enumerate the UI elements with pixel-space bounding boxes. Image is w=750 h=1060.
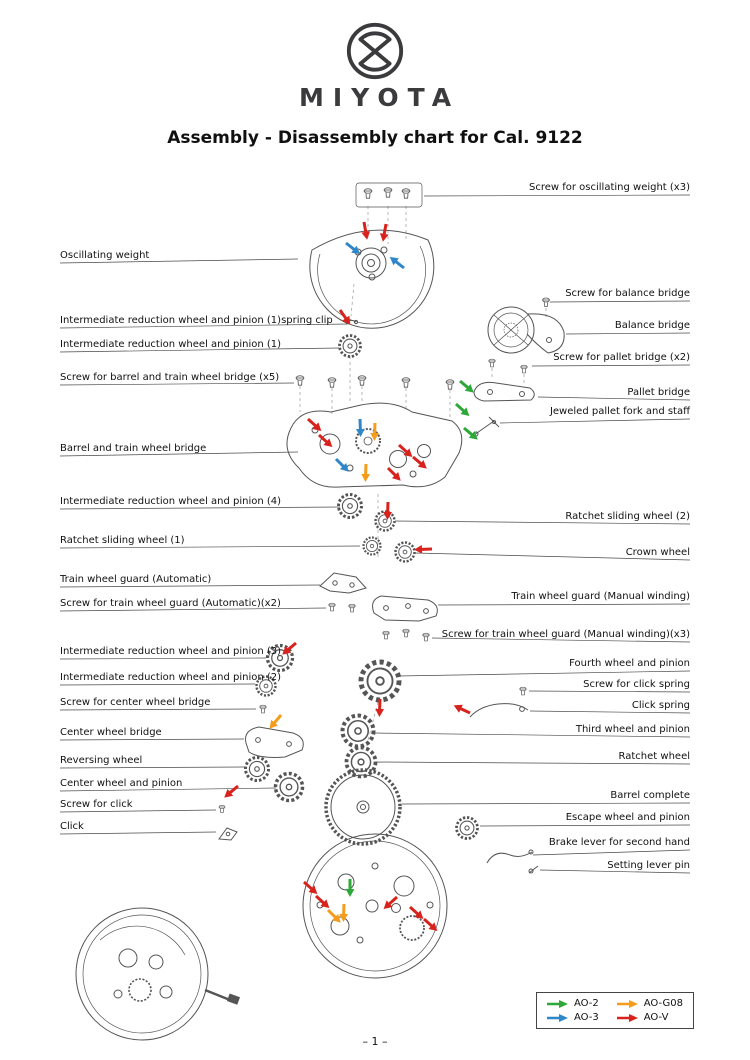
disassembly-arrows [221, 221, 481, 935]
label-screw-center-bridge: Screw for center wheel bridge [60, 697, 211, 708]
miyota-logo-icon [346, 22, 404, 80]
ao3-arrow-icon [546, 1013, 568, 1022]
label-reversing-wheel: Reversing wheel [60, 755, 143, 766]
label-screw-click-spring: Screw for click spring [583, 679, 690, 690]
legend: AO-2 AO-G08 AO-3 AO-V [535, 992, 694, 1029]
page-title: Assembly - Disassembly chart for Cal. 91… [167, 128, 583, 148]
label-click-spring: Click spring [631, 700, 690, 711]
oscillating-weight-drawing [309, 229, 435, 329]
label-screw-pallet-bridge: Screw for pallet bridge (x2) [553, 352, 690, 363]
leader-lines [59, 194, 691, 874]
main-plate-drawing [302, 833, 448, 979]
parts-line-art [75, 182, 565, 1041]
label-escape-wheel: Escape wheel and pinion [565, 812, 690, 823]
pallet-bridge-drawing [473, 358, 535, 402]
label-third-wheel: Third wheel and pinion [575, 724, 690, 735]
setting-lever-pin-drawing [528, 865, 539, 874]
label-ratchet-wheel: Ratchet wheel [618, 751, 690, 762]
label-int-reduction-4: Intermediate reduction wheel and pinion … [60, 496, 282, 507]
label-barrel-train-bridge: Barrel and train wheel bridge [60, 443, 207, 454]
label-ratchet-sliding-1: Ratchet sliding wheel (1) [60, 535, 185, 546]
escape-wheel-drawing [455, 816, 479, 840]
balance-bridge-drawing [487, 297, 565, 354]
assembled-movement-drawing [75, 907, 241, 1041]
label-balance-bridge: Balance bridge [614, 320, 690, 331]
label-screw-balance-bridge: Screw for balance bridge [565, 288, 690, 299]
aog08-arrow-icon [616, 999, 638, 1008]
label-int-reduction-1-spring-clip: Intermediate reduction wheel and pinion … [60, 315, 333, 326]
mid-wheels-drawing [337, 493, 416, 563]
fourth-wheel-drawing [361, 662, 399, 700]
label-int-reduction-3: Intermediate reduction wheel and pinion … [60, 646, 282, 657]
label-oscillating-weight: Oscillating weight [60, 250, 150, 261]
label-int-reduction-1: Intermediate reduction wheel and pinion … [60, 339, 282, 350]
label-pallet-bridge: Pallet bridge [627, 387, 690, 398]
label-center-wheel-pinion: Center wheel and pinion [60, 778, 183, 789]
center-wheel-bridge-drawing [245, 704, 304, 758]
third-wheel-drawing [343, 716, 374, 747]
legend-item-ao3: AO-3 [546, 1012, 599, 1023]
label-setting-lever-pin: Setting lever pin [607, 860, 690, 871]
brand-wordmark: MIYOTA [298, 83, 461, 112]
label-screw-train-guard-auto: Screw for train wheel guard (Automatic)(… [60, 598, 281, 609]
legend-label: AO-3 [573, 1012, 599, 1023]
barrel-train-bridge-drawing [286, 402, 463, 488]
label-crown-wheel: Crown wheel [625, 547, 690, 558]
legend-item-aog08: AO-G08 [616, 998, 683, 1009]
train-wheel-guard-manual-drawing [372, 595, 438, 642]
label-barrel-complete: Barrel complete [610, 790, 690, 801]
pallet-fork-drawing [473, 416, 500, 437]
click-spring-drawing [469, 686, 529, 718]
label-screw-click: Screw for click [60, 799, 133, 810]
reversing-wheel-drawing [244, 756, 270, 782]
oscillating-weight-screws-drawing [355, 182, 423, 208]
legend-item-aov: AO-V [616, 1012, 683, 1023]
label-click: Click [60, 821, 84, 832]
label-pallet-fork: Jeweled pallet fork and staff [549, 406, 690, 417]
label-screw-train-guard-manual: Screw for train wheel guard (Manual wind… [441, 629, 690, 640]
aov-arrow-icon [616, 1013, 638, 1022]
barrel-complete-drawing [324, 768, 402, 846]
bridge-screws-drawing [295, 375, 455, 390]
label-fourth-wheel: Fourth wheel and pinion [569, 658, 690, 669]
click-drawing [218, 804, 238, 841]
legend-label: AO-G08 [643, 998, 683, 1009]
ao2-arrow-icon [546, 999, 568, 1008]
header: MIYOTA [0, 20, 750, 112]
label-int-reduction-2: Intermediate reduction wheel and pinion … [60, 672, 282, 683]
label-ratchet-sliding-2: Ratchet sliding wheel (2) [565, 511, 690, 522]
center-wheel-drawing [273, 771, 305, 803]
label-brake-lever: Brake lever for second hand [548, 837, 690, 848]
legend-item-ao2: AO-2 [546, 998, 599, 1009]
page-number: – 1 – [362, 1035, 388, 1048]
label-center-wheel-bridge: Center wheel bridge [60, 727, 162, 738]
label-screw-oscillating-weight: Screw for oscillating weight (x3) [528, 182, 690, 193]
train-wheel-guard-auto-drawing [319, 572, 367, 613]
spring-clip-drawing [345, 319, 359, 325]
label-train-guard-auto: Train wheel guard (Automatic) [60, 574, 212, 585]
brake-lever-drawing [486, 849, 534, 864]
label-screw-barrel-bridge: Screw for barrel and train wheel bridge … [60, 372, 280, 383]
legend-label: AO-V [643, 1012, 669, 1023]
label-train-guard-manual: Train wheel guard (Manual winding) [511, 591, 690, 602]
int-reduction-wheel-1-drawing [338, 334, 362, 358]
legend-label: AO-2 [573, 998, 599, 1009]
